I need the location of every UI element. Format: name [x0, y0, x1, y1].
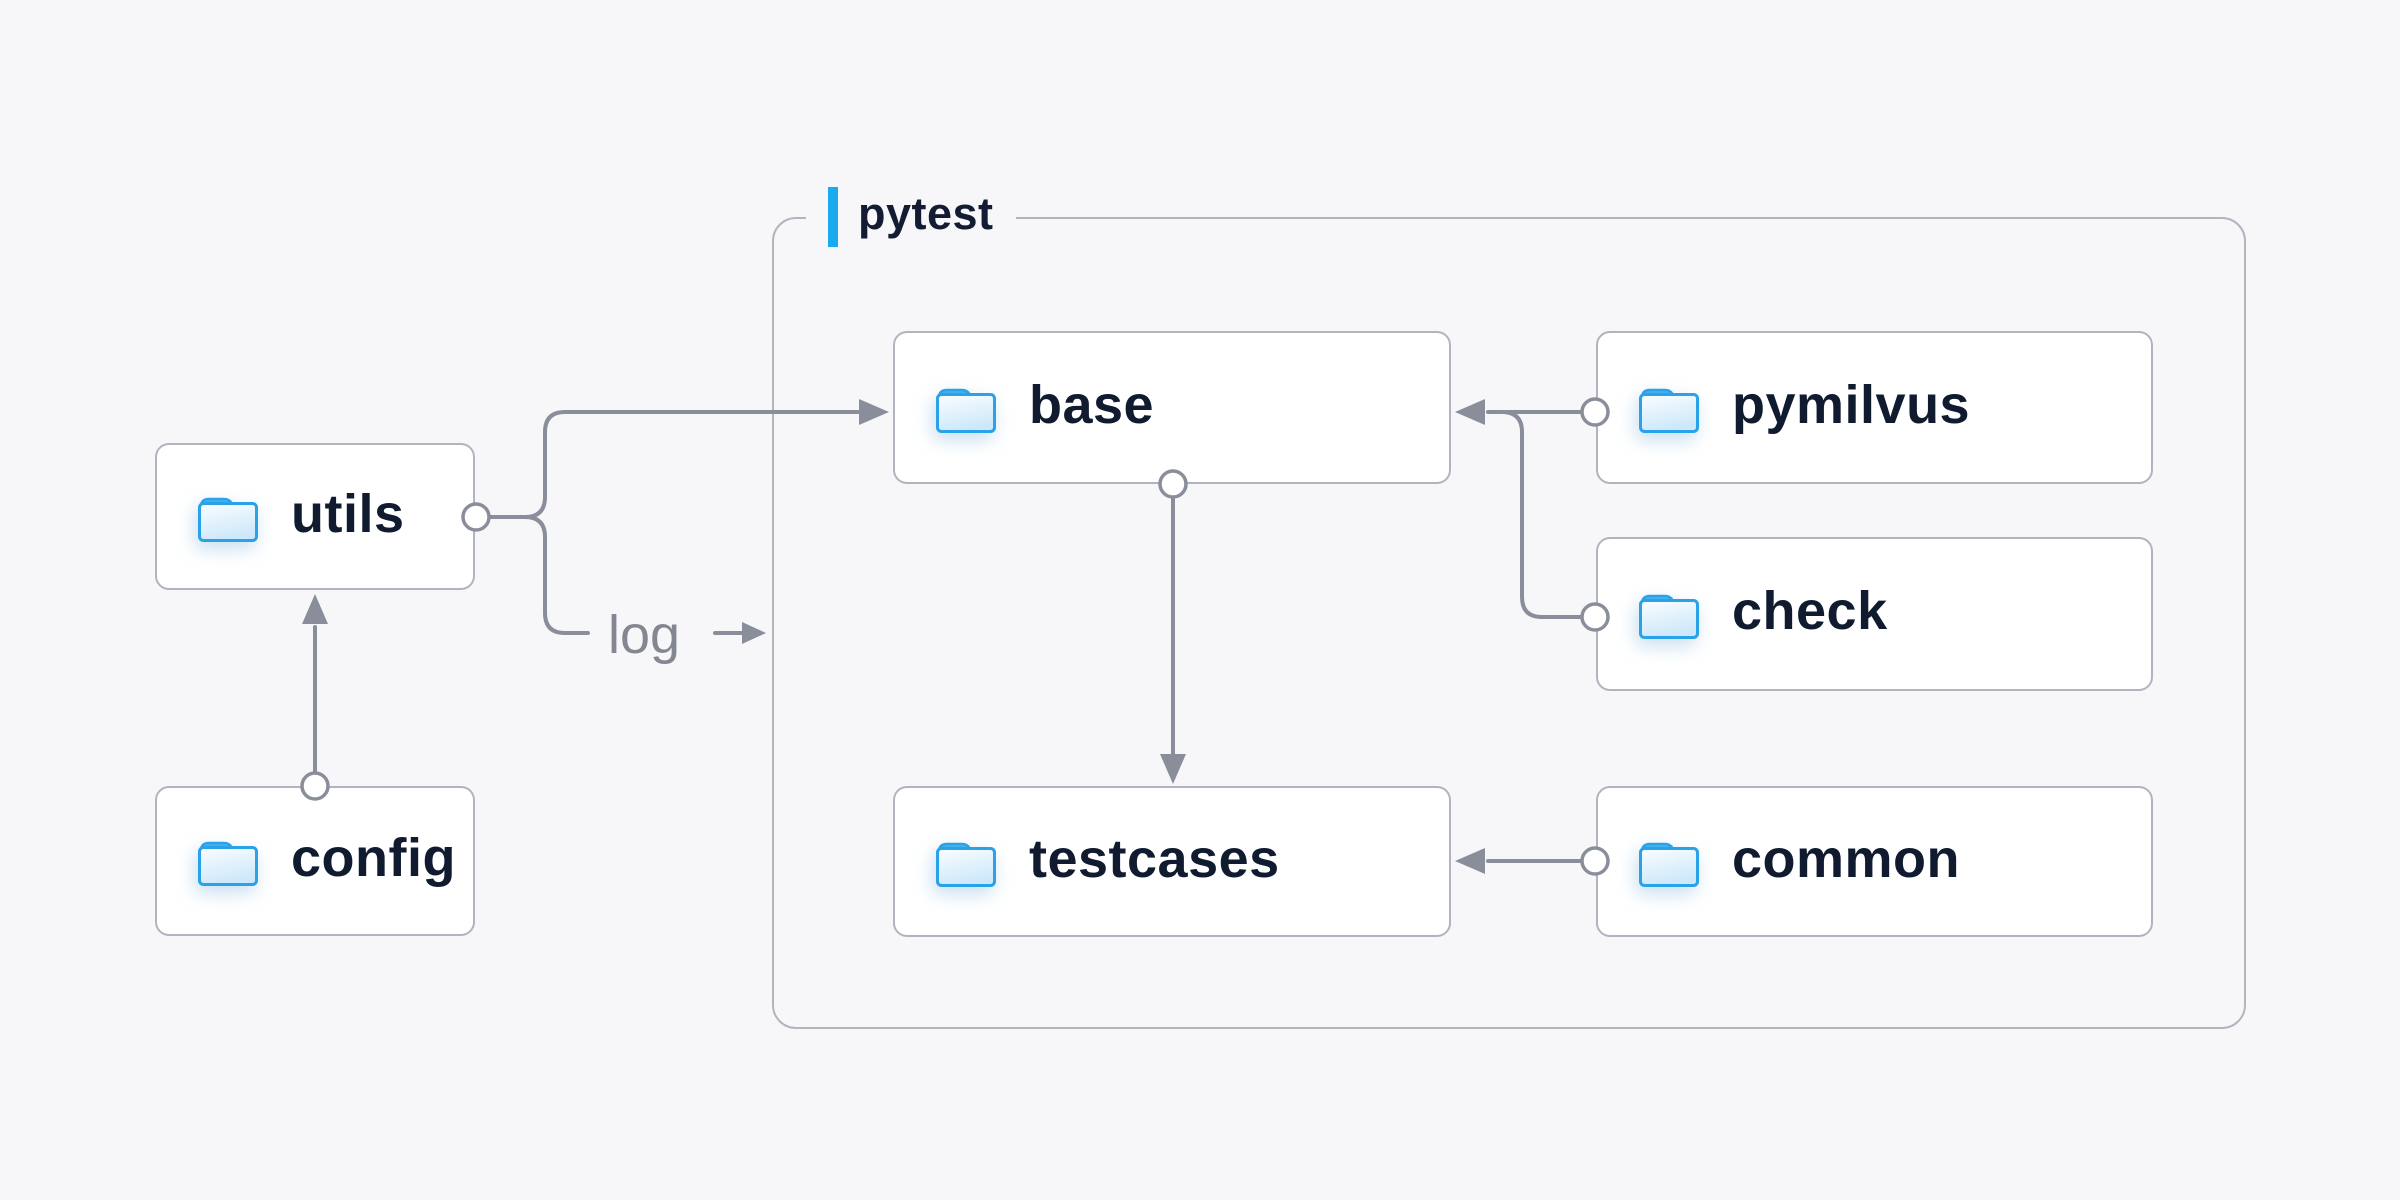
- folder-icon: [1636, 587, 1702, 641]
- folder-icon: [1636, 381, 1702, 435]
- arrowhead: [302, 594, 328, 624]
- folder-node-testcases: testcases: [893, 786, 1451, 937]
- node-label-base: base: [1029, 374, 1155, 435]
- folder-icon: [195, 490, 261, 544]
- arrowhead: [742, 622, 766, 644]
- folder-icon: [933, 381, 999, 435]
- folder-icon: [933, 835, 999, 889]
- node-label-testcases: testcases: [1029, 828, 1280, 889]
- node-label-common: common: [1732, 828, 1961, 889]
- node-label-utils: utils: [291, 483, 405, 544]
- pytest-container: [772, 217, 2246, 1029]
- pytest-container-title: pytest: [858, 188, 994, 239]
- edge-config-to-utils: [302, 594, 328, 775]
- folder-node-check: check: [1596, 537, 2153, 691]
- folder-node-base: base: [893, 331, 1451, 484]
- folder-node-common: common: [1596, 786, 2153, 937]
- folder-icon: [1636, 835, 1702, 889]
- node-label-pymilvus: pymilvus: [1732, 374, 1971, 435]
- folder-node-utils: utils: [155, 443, 475, 590]
- folder-icon: [195, 834, 261, 888]
- node-label-check: check: [1732, 581, 1888, 641]
- accent-bar: [828, 187, 838, 247]
- pytest-container-label: pytest: [806, 186, 1016, 248]
- folder-node-pymilvus: pymilvus: [1596, 331, 2153, 484]
- edge-label-log: log: [608, 605, 681, 665]
- node-label-config: config: [291, 828, 456, 888]
- folder-node-config: config: [155, 786, 475, 936]
